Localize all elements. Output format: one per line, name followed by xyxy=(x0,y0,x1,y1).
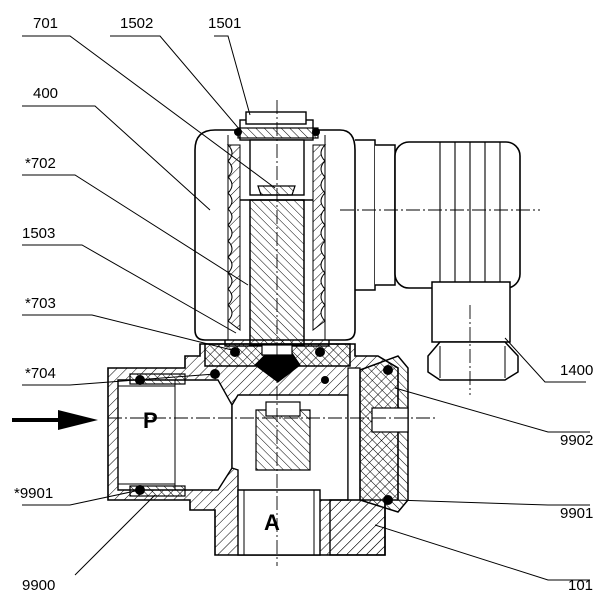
inlet-fitting xyxy=(129,373,186,497)
label-9902: 9902 xyxy=(560,432,593,449)
label-702: *702 xyxy=(25,155,56,172)
label-701: 701 xyxy=(33,15,58,32)
port-inlet-label: P xyxy=(143,408,158,433)
label-704: *704 xyxy=(25,365,56,382)
top-nut xyxy=(245,111,307,125)
label-9900: 9900 xyxy=(22,577,55,594)
label-1400: 1400 xyxy=(560,362,593,379)
orifice-seat xyxy=(255,409,311,471)
port-outlet-label: A xyxy=(264,510,280,535)
body-flange xyxy=(329,499,386,556)
outlet-bore xyxy=(237,489,321,556)
connector-1400 xyxy=(355,139,521,381)
flow-arrow xyxy=(12,410,98,430)
label-9901-starred: *9901 xyxy=(14,485,53,502)
center-lines xyxy=(108,100,540,566)
valve-body xyxy=(107,343,399,556)
label-400: 400 xyxy=(33,85,58,102)
leader-lines xyxy=(22,35,590,581)
label-1503: 1503 xyxy=(22,225,55,242)
label-9901: 9901 xyxy=(560,505,593,522)
label-101: 101 xyxy=(568,577,593,594)
label-1502: 1502 xyxy=(120,15,153,32)
part-labels: 701 1502 1501 400 *702 1503 *703 *704 *9… xyxy=(14,15,593,594)
label-1501: 1501 xyxy=(208,15,241,32)
plug-9902 xyxy=(359,355,409,513)
label-703: *703 xyxy=(25,295,56,312)
orifice xyxy=(265,401,301,417)
plug-cavity xyxy=(347,367,361,501)
shading-ring xyxy=(257,185,296,196)
